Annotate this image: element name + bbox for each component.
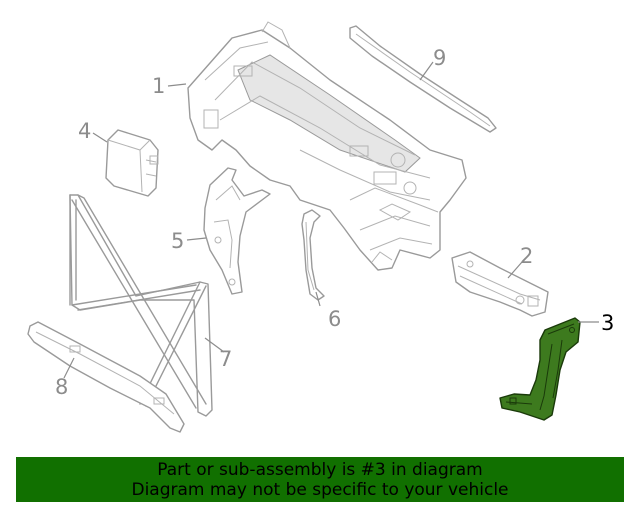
part-3-highlighted-support[interactable] xyxy=(499,317,581,421)
callout-3: 3 xyxy=(601,311,614,335)
callout-2: 2 xyxy=(520,244,533,268)
part-8-lower-rail[interactable] xyxy=(27,321,185,433)
part-7-x-brace[interactable] xyxy=(69,194,213,417)
callout-8: 8 xyxy=(55,375,68,399)
banner-line-part-number: Part or sub-assembly is #3 in diagram xyxy=(157,460,483,480)
part-9-upper-rail[interactable] xyxy=(349,25,497,133)
diagram-note-banner: Part or sub-assembly is #3 in diagram Di… xyxy=(16,457,624,502)
callout-9: 9 xyxy=(433,46,446,70)
callout-numbers: 1 2 3 4 5 6 7 8 9 xyxy=(55,46,614,399)
part-5-bracket[interactable] xyxy=(203,167,271,295)
banner-line-disclaimer: Diagram may not be specific to your vehi… xyxy=(131,480,509,500)
part-1-dash-carrier[interactable] xyxy=(187,21,467,271)
callout-7: 7 xyxy=(219,347,232,371)
callout-4: 4 xyxy=(78,119,91,143)
parts-diagram: 1 2 3 4 5 6 7 8 9 xyxy=(27,21,614,433)
part-2-bracket[interactable] xyxy=(451,251,549,317)
callout-6: 6 xyxy=(328,307,341,331)
callout-1: 1 xyxy=(152,74,165,98)
callout-5: 5 xyxy=(171,229,184,253)
leader-lines xyxy=(63,61,599,379)
part-6-strap[interactable] xyxy=(301,209,325,301)
part-4-control-module[interactable] xyxy=(105,129,159,197)
